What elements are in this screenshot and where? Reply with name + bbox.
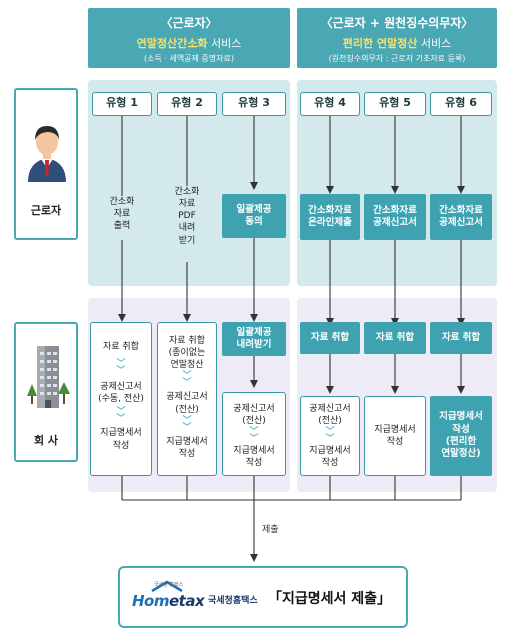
company-type2-box: 자료 취합 (종이없는 연말정산 ﹀﹀ 공제신고서 (전산) ﹀﹀ 지급명세서 …: [157, 322, 217, 476]
worker-step-type6: 간소화자료 공제신고서: [430, 194, 492, 240]
header-worker-note: (소득 · 세액공제 증명자료): [143, 54, 234, 63]
company-building-icon: [27, 346, 70, 408]
hometax-logo-etax: etax: [169, 592, 205, 610]
company-type4-deduction: 공제신고서 (전산): [309, 404, 351, 427]
hometax-logo: 국세청 홈택스 Hometax: [132, 580, 206, 616]
company-type5-collect: 자료 취합: [364, 322, 426, 354]
house-roof-icon: [151, 580, 183, 592]
type-6-label: 유형 6: [430, 92, 492, 116]
header-worker-title: 〈근로자〉: [160, 16, 218, 30]
header-combined-note: (원천징수의무자 : 근로자 기초자료 등록): [328, 54, 466, 63]
worker-step-type3: 일괄제공 동의: [222, 194, 286, 238]
worker-step-type4: 간소화자료 온라인제출: [300, 194, 360, 240]
company-type2-statement: 지급명세서 작성: [166, 436, 208, 459]
final-submission-box: 국세청 홈택스 Hometax 국세청홈택스 「지급명세서 제출」: [118, 566, 408, 628]
company-type5-statement: 지급명세서 작성: [374, 424, 416, 447]
header-worker-subtitle: 서비스: [207, 37, 242, 50]
company-type6-collect: 자료 취합: [430, 322, 492, 354]
final-title: 「지급명세서 제출」: [268, 591, 392, 607]
chevron-down-icon: ﹀﹀: [116, 359, 126, 377]
company-type1-collect: 자료 취합: [103, 342, 139, 352]
worker-step-type1: 간소화 자료 출력: [104, 196, 140, 240]
worker-label: 근로자: [30, 204, 62, 217]
worker-avatar-icon: [28, 126, 66, 182]
company-type2-deduction: 공제신고서 (전산): [166, 392, 208, 415]
chevron-down-icon: ﹀﹀: [182, 415, 192, 433]
company-type1-statement: 지급명세서 작성: [100, 428, 142, 451]
hometax-logo-small: 국세청 홈택스: [154, 582, 184, 588]
type-2-label: 유형 2: [157, 92, 217, 116]
company-type1-box: 자료 취합 ﹀﹀ 공제신고서 (수동, 전산) ﹀﹀ 지급명세서 작성: [90, 322, 152, 476]
company-type3-statement: 지급명세서 작성: [233, 446, 275, 469]
type-3-label: 유형 3: [222, 92, 286, 116]
header-combined-highlight: 편리한 연말정산: [342, 37, 418, 50]
type-4-label: 유형 4: [300, 92, 360, 116]
company-label: 회 사: [33, 434, 59, 447]
chevron-down-icon: ﹀﹀: [325, 427, 335, 445]
company-type4-collect: 자료 취합: [300, 322, 360, 354]
header-combined-service: 〈근로자 + 원천징수의무자〉 편리한 연말정산 서비스 (원천징수의무자 : …: [297, 8, 497, 68]
header-combined-subtitle: 서비스: [417, 37, 452, 50]
header-combined-title: 〈근로자 + 원천징수의무자〉: [320, 16, 474, 30]
company-type2-collect: 자료 취합 (종이없는 연말정산: [168, 336, 206, 371]
chevron-down-icon: ﹀﹀: [116, 407, 126, 425]
company-type6-statement: 지급명세서 작성 (편리한 연말정산): [430, 396, 492, 476]
company-actor-box: 회 사: [14, 322, 78, 462]
company-type1-deduction: 공제신고서 (수동, 전산): [98, 382, 144, 405]
company-type4-statement: 지급명세서 작성: [309, 446, 351, 469]
company-type3-deduction: 공제신고서 (전산): [233, 404, 275, 427]
worker-actor-box: 근로자: [14, 88, 78, 240]
company-type4-box: 공제신고서 (전산) ﹀﹀ 지급명세서 작성: [300, 396, 360, 476]
chevron-down-icon: ﹀﹀: [249, 427, 259, 445]
company-type3-download: 일괄제공 내려받기: [222, 322, 286, 356]
submit-label: 제출: [262, 525, 279, 535]
worker-step-type2: 간소화 자료 PDF 내려 받기: [170, 186, 204, 262]
worker-step-type5: 간소화자료 공제신고서: [364, 194, 426, 240]
company-type5-box: 지급명세서 작성: [364, 396, 426, 476]
hometax-logo-hom: Hom: [132, 592, 170, 610]
chevron-down-icon: ﹀﹀: [182, 371, 192, 389]
type-1-label: 유형 1: [92, 92, 152, 116]
type-5-label: 유형 5: [364, 92, 426, 116]
header-worker-service: 〈근로자〉 연말정산간소화 서비스 (소득 · 세액공제 증명자료): [88, 8, 290, 68]
hometax-suffix: 국세청홈택스: [208, 596, 258, 606]
company-type3-box: 공제신고서 (전산) ﹀﹀ 지급명세서 작성: [222, 392, 286, 476]
header-worker-highlight: 연말정산간소화: [136, 37, 208, 50]
